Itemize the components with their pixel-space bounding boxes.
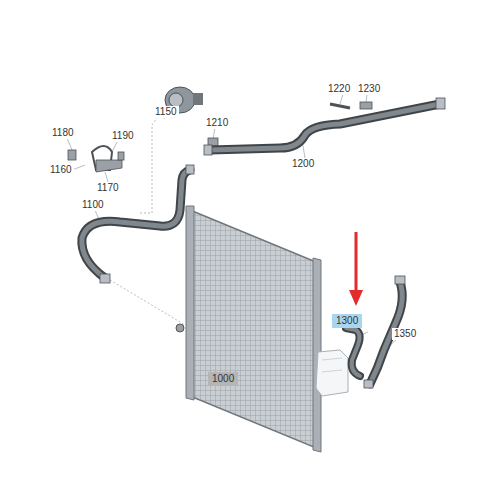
callout-number: 1200 [290,158,316,170]
callout-number: 1000 [208,372,238,386]
callout-number: 1220 [326,83,352,95]
callout-number: 1180 [50,127,76,139]
callout-number: 1100 [80,199,106,211]
callout-number: 1150 [153,106,179,118]
callout-number: 1210 [204,117,230,129]
callout-number: 1300 [332,314,362,328]
callout-number: 1160 [48,164,74,176]
callout-number: 1170 [95,182,121,194]
highlight-arrow [349,232,363,306]
callout-number: 1190 [110,130,136,142]
radiator [176,206,321,452]
callout-number: 1230 [356,83,382,95]
callout-number: 1350 [392,328,418,340]
